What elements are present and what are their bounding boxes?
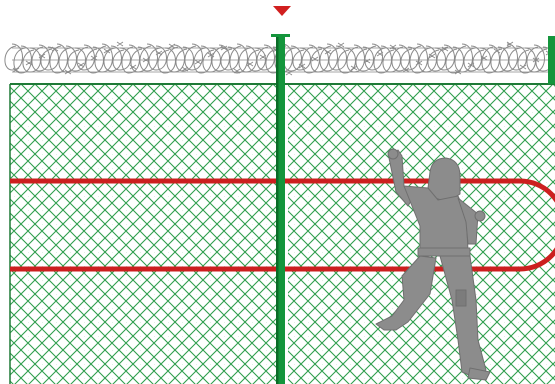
fence-post-right-stub [548, 36, 555, 84]
fence-panel-left [10, 83, 278, 384]
